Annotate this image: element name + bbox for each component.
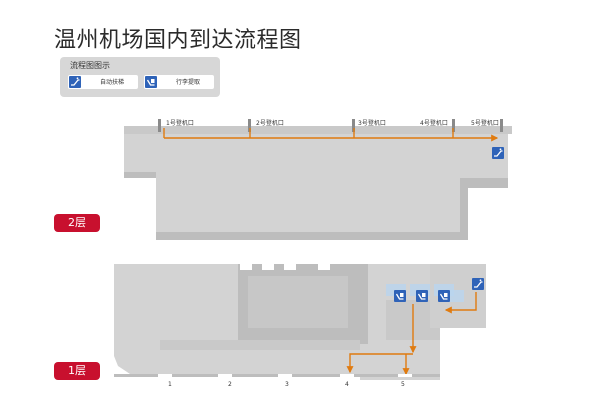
baggage-claim-icon-1 [394, 290, 406, 302]
legend-title: 流程图图示 [70, 61, 110, 70]
exit-4-label: 4 [345, 381, 349, 388]
floor-1-exits: 1 2 3 4 5 [158, 374, 412, 388]
legend-label-baggage: 行李提取 [175, 79, 200, 86]
floor-1-plan [114, 262, 486, 380]
escalator-icon-1f [472, 278, 484, 290]
floor-badge-2: 2层 [54, 214, 100, 232]
escalator-icon [69, 76, 81, 88]
page-title: 温州机场国内到达流程图 [54, 28, 302, 53]
gate-2-label: 2号登机口 [256, 119, 284, 127]
baggage-claim-icon-3 [438, 290, 450, 302]
baggage-claim-icon-2 [416, 290, 428, 302]
floor-2-plan [124, 126, 512, 240]
baggage-claim-icon [145, 76, 157, 88]
legend-item-escalator: 自动扶梯 [68, 75, 138, 89]
exit-3-label: 3 [285, 381, 289, 388]
legend-item-baggage: 行李提取 [144, 75, 214, 89]
gate-1-label: 1号登机口 [166, 119, 194, 127]
escalator-icon [492, 147, 504, 159]
floor-2-route [163, 128, 499, 142]
floor-badge-1: 1层 [54, 362, 100, 380]
floor-2-gates: 1号登机口 2号登机口 3号登机口 4号登机口 5号登机口 [158, 119, 503, 132]
exit-1-label: 1 [168, 381, 172, 388]
exit-2-label: 2 [228, 381, 232, 388]
gate-5-label: 5号登机口 [471, 119, 499, 127]
floor-1-route [346, 292, 477, 376]
gate-4-label: 4号登机口 [420, 119, 448, 127]
gate-3-label: 3号登机口 [358, 119, 386, 127]
exit-5-label: 5 [401, 381, 405, 388]
legend-label-escalator: 自动扶梯 [99, 79, 124, 86]
legend-panel: 流程图图示 自动扶梯 行李提取 [60, 57, 220, 97]
